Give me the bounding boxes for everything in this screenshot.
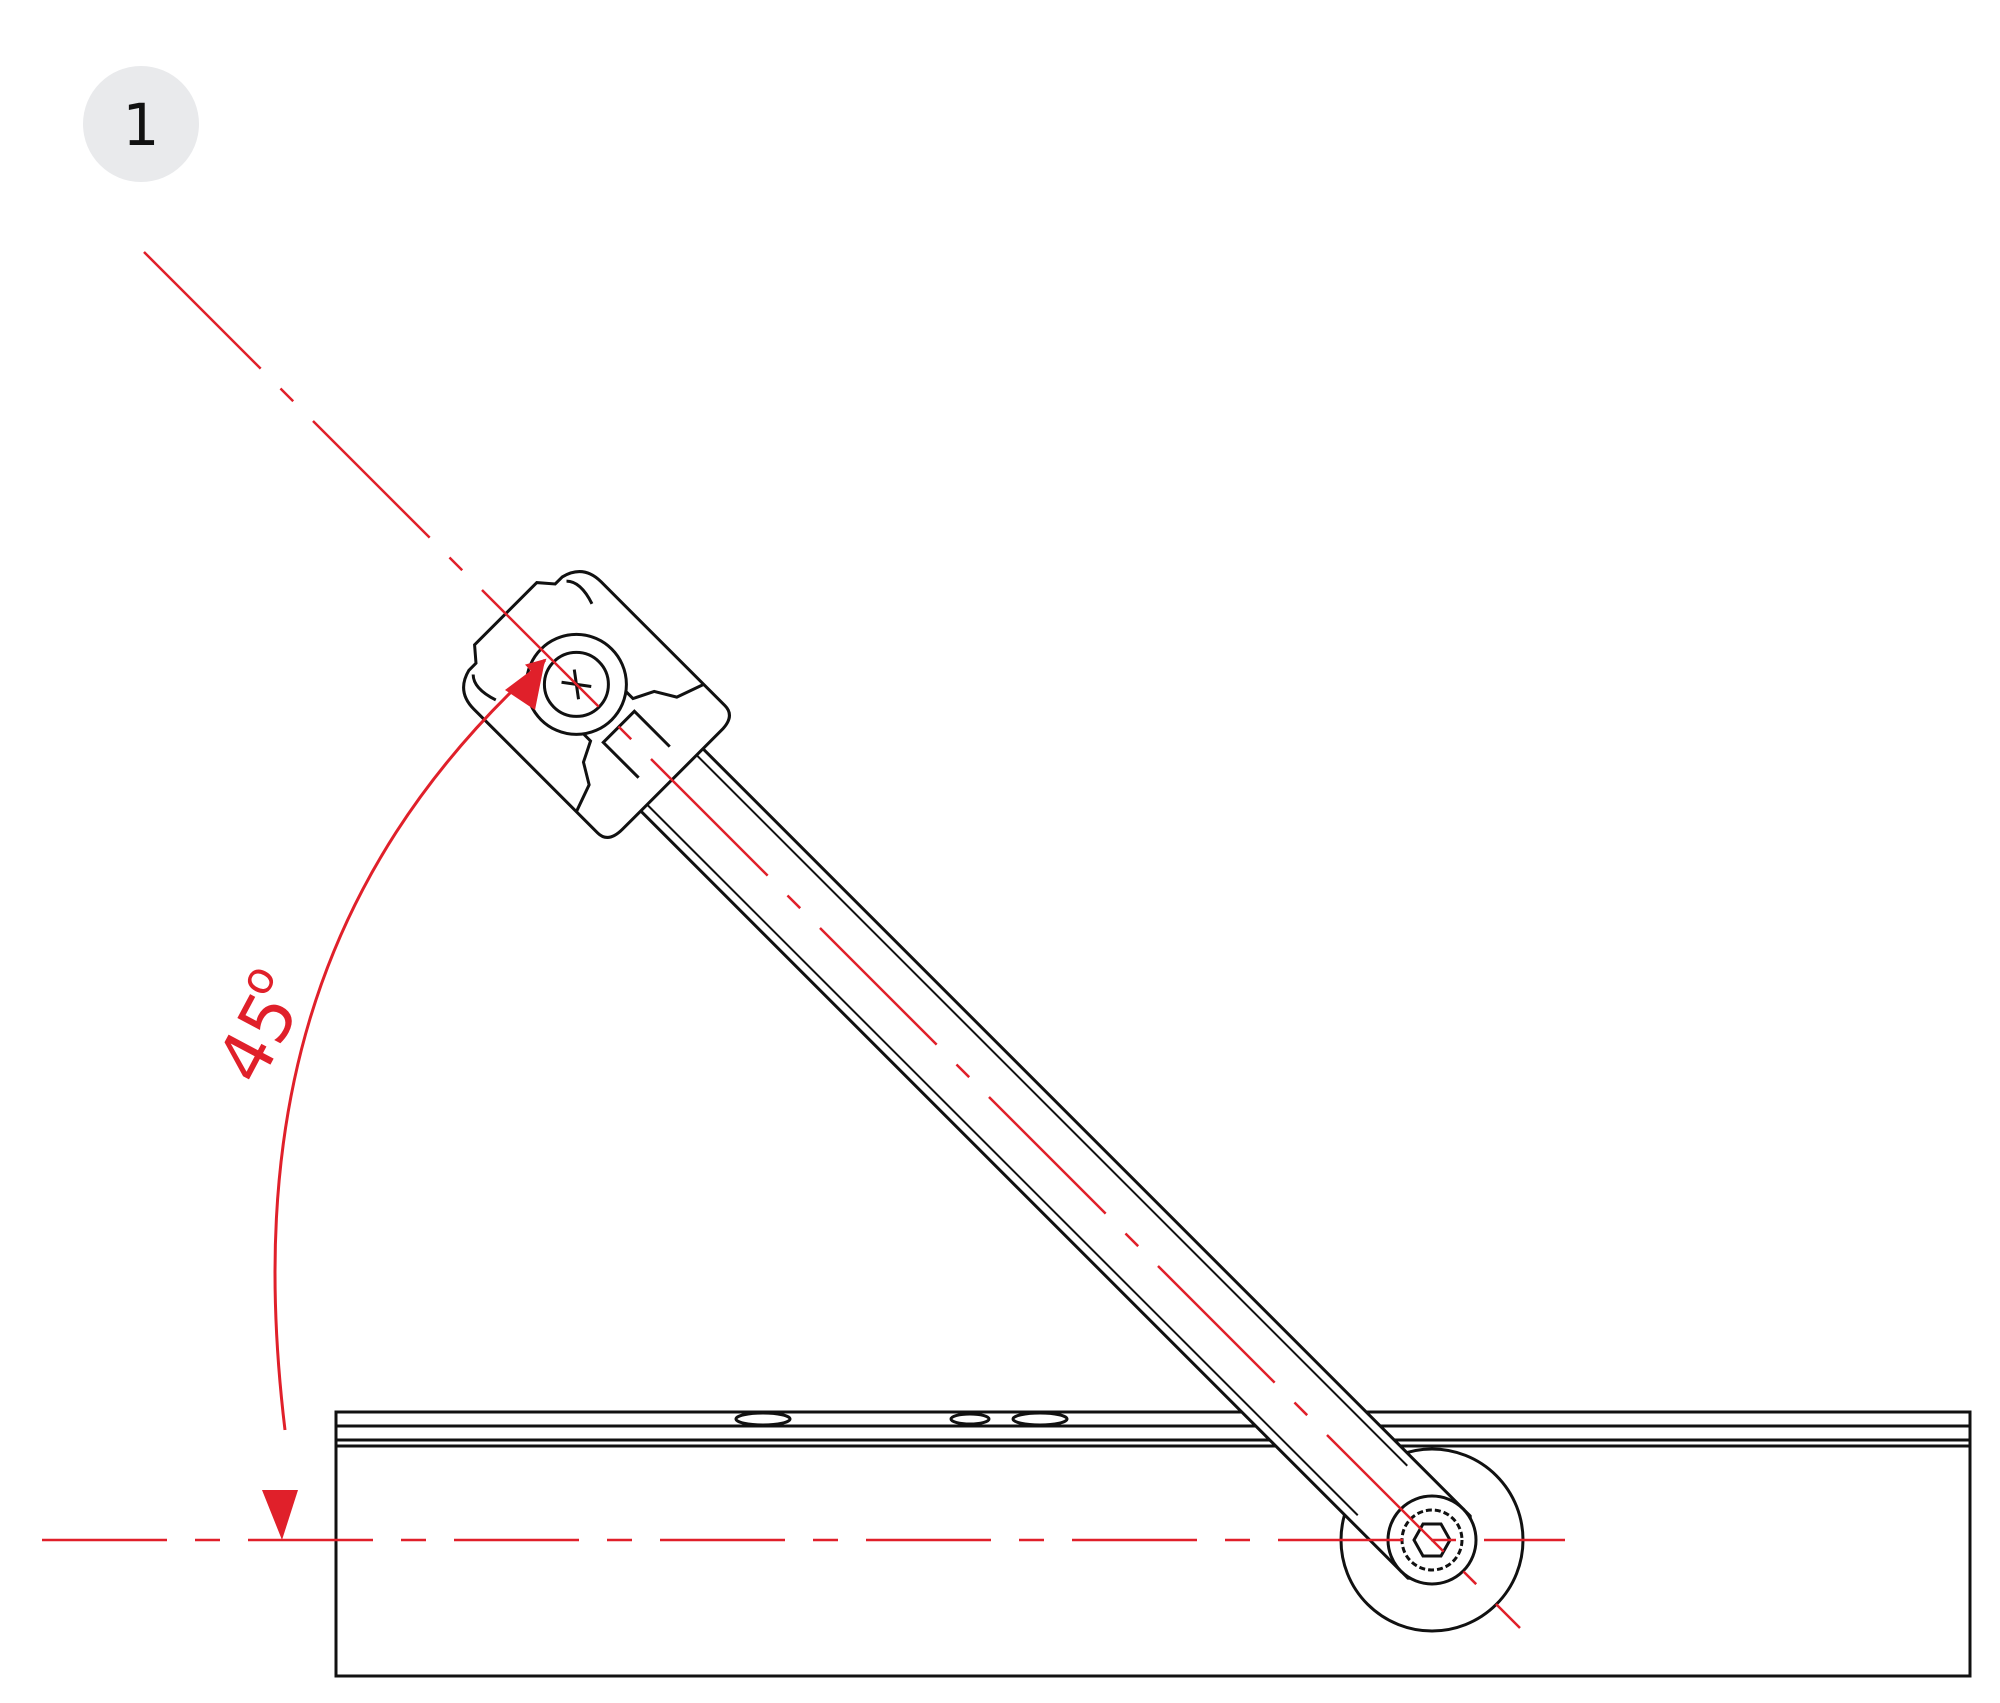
mounting-slot-left [734, 1411, 792, 1427]
step-number: 1 [123, 91, 160, 159]
angle-value: 45 [201, 979, 315, 1096]
mounting-slot-right [1011, 1411, 1069, 1427]
angle-arrow-top-icon [505, 660, 545, 710]
arm-centerline [143, 251, 1521, 1629]
mounting-slot-small [949, 1412, 991, 1426]
angle-arrow-bottom-icon [262, 1490, 298, 1540]
arm-shoe-screw-ring-left [471, 674, 497, 702]
arm-shoe-notch-lower [621, 683, 705, 701]
angle-label: 45 o [201, 956, 315, 1096]
closer-body [334, 1410, 1972, 1678]
arm-shoe-screw-ring-right [566, 579, 594, 605]
closer-arm-edge-inner-1 [635, 793, 1359, 1516]
arm-shoe-notch-upper [575, 729, 593, 813]
centerlines [42, 251, 1565, 1629]
closer-body-outline [334, 1410, 1972, 1678]
angle-dimension-arc [273, 658, 547, 1431]
closer-arm-edge-inner-2 [685, 743, 1408, 1467]
step-badge-circle [83, 66, 199, 182]
step-badge: 1 [83, 66, 199, 182]
